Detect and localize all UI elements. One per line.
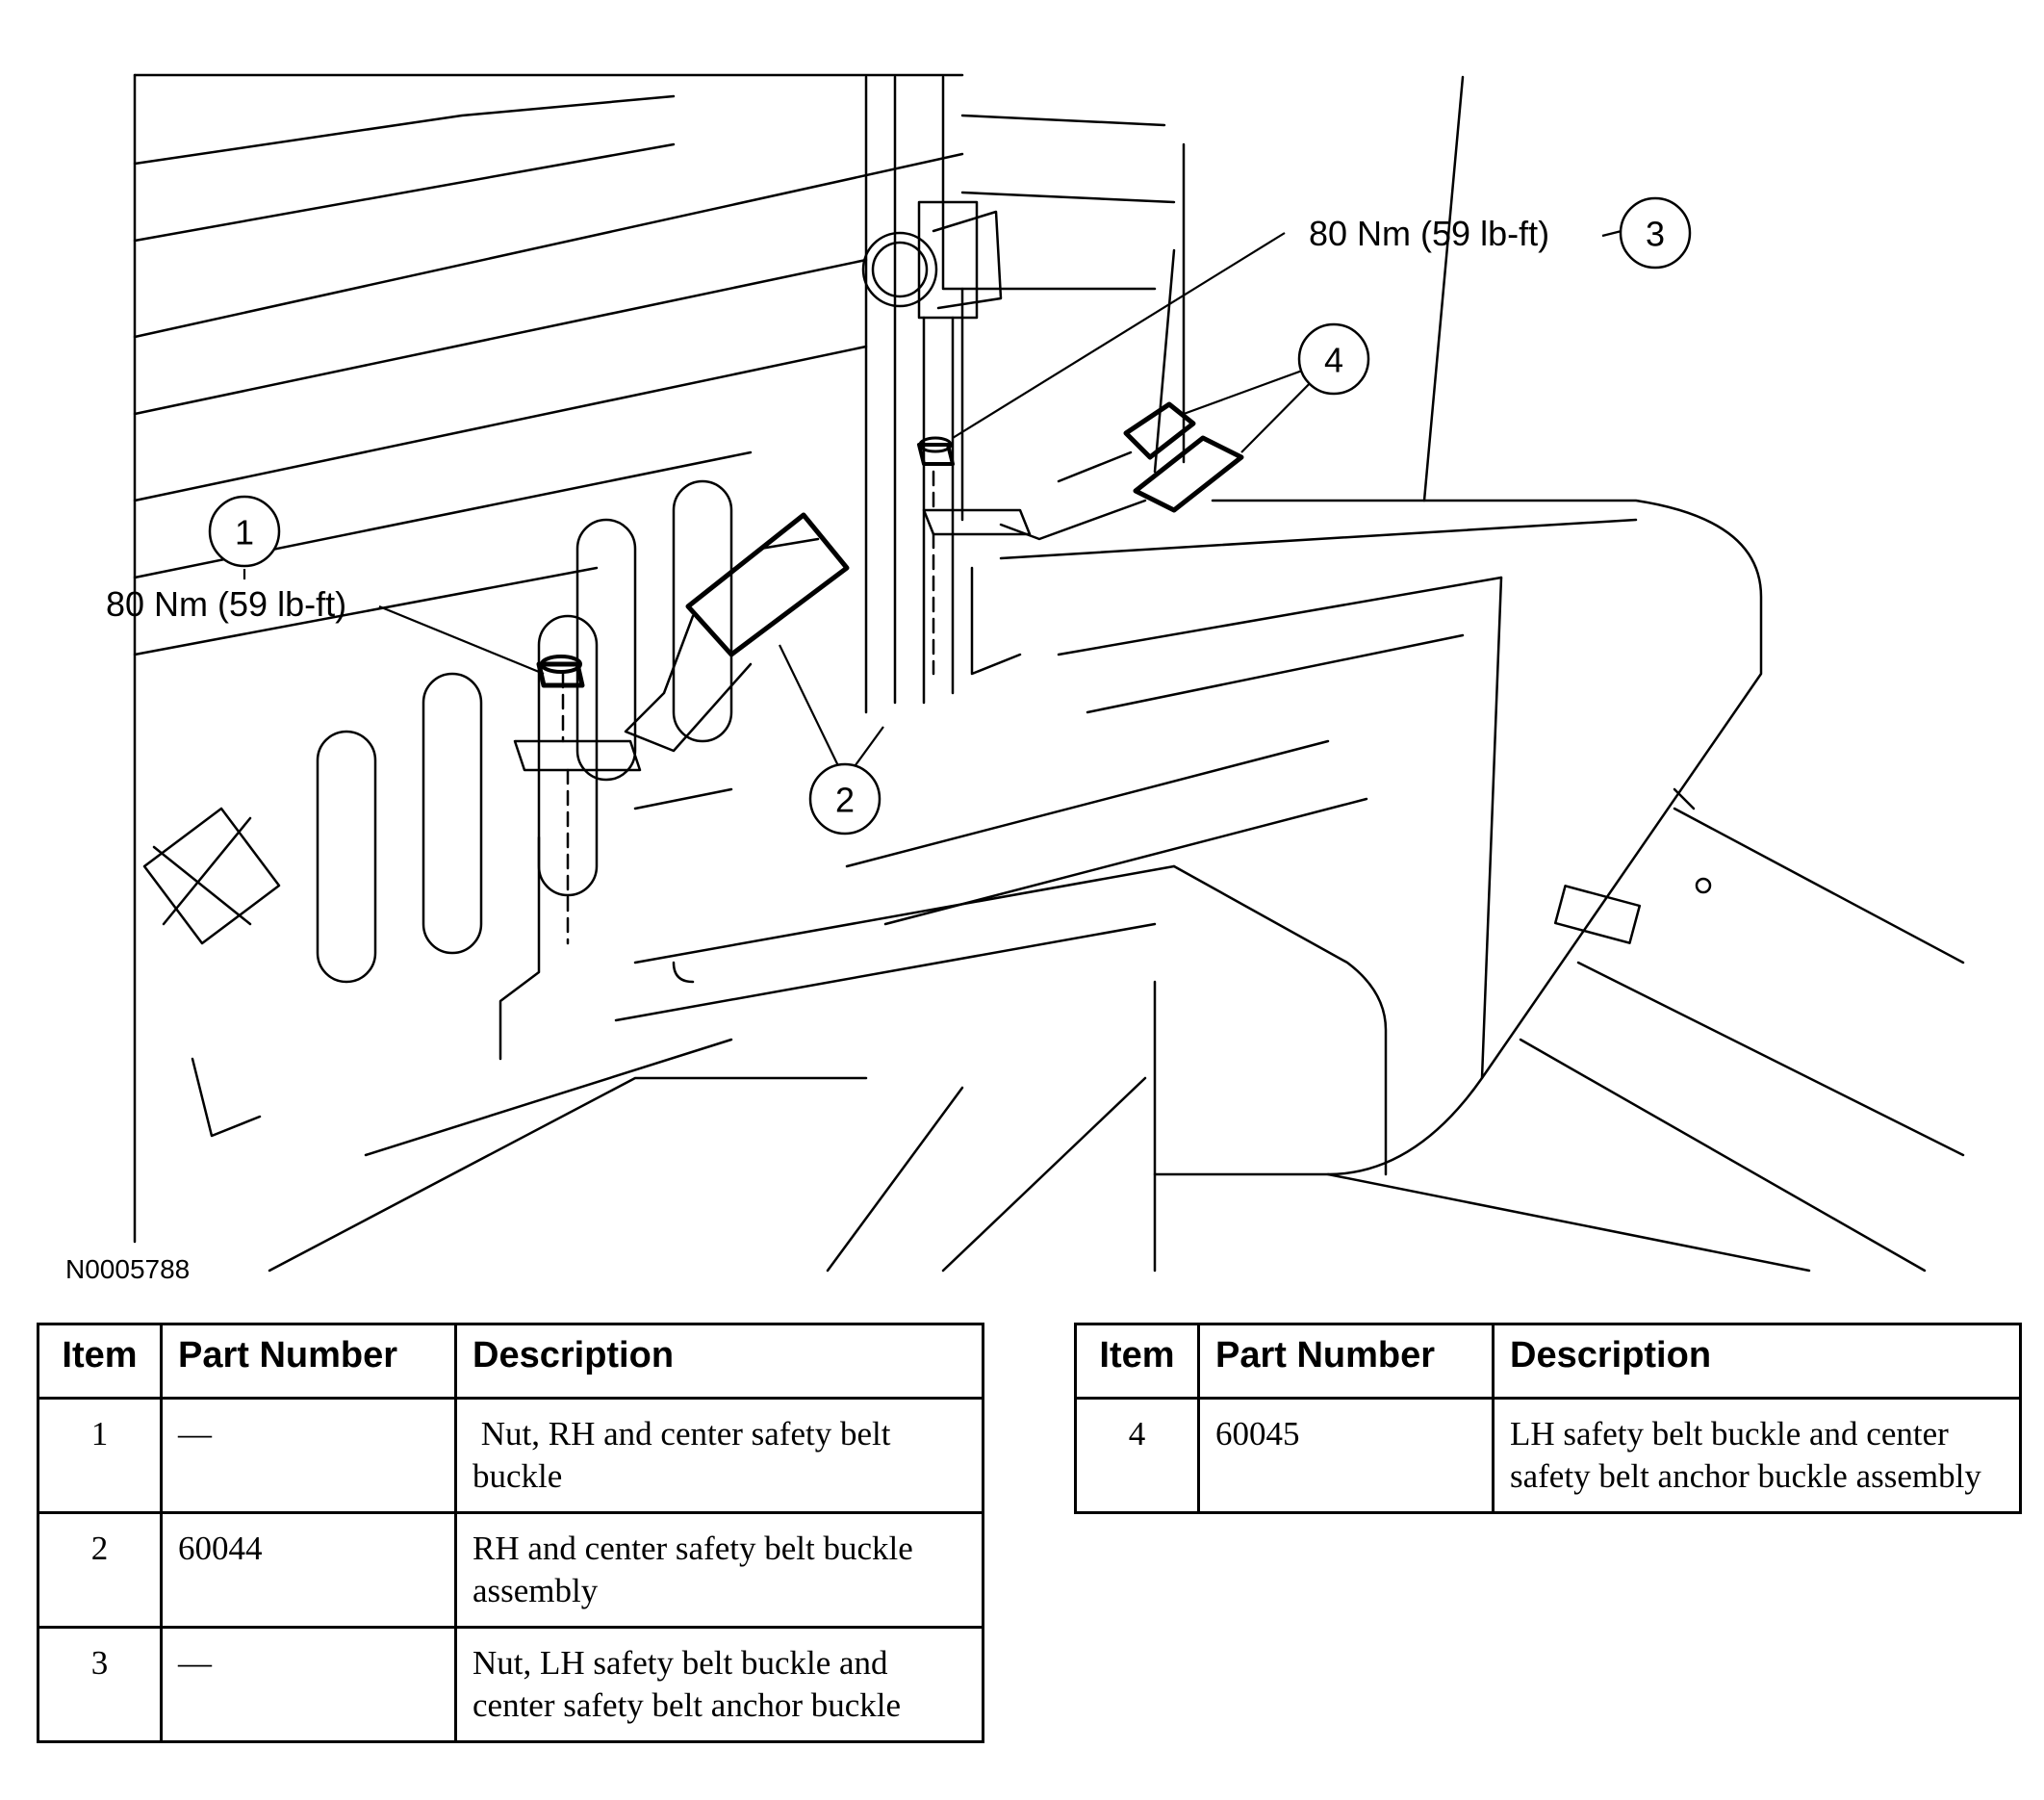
cell-description: RH and center safety belt buckle assembl… <box>454 1511 984 1629</box>
rear-seat-cushion <box>268 499 1763 1273</box>
callout-3-circle <box>1619 196 1692 270</box>
callout-1: 1 80 Nm (59 lb-ft) <box>106 495 346 624</box>
buckle-assembly-2 <box>624 512 850 753</box>
column-header-part-number: Part Number <box>1197 1323 1495 1400</box>
table-header-row: Item Part Number Description <box>37 1323 984 1400</box>
seat-belt-buckle-illustration: 1 80 Nm (59 lb-ft) 2 3 80 Nm (59 lb-ft) … <box>65 73 1965 1284</box>
cell-description: LH safety belt buckle and center safety … <box>1492 1397 2022 1514</box>
parts-table-left: Item Part Number Description 1 — Nut, RH… <box>37 1323 984 1743</box>
column-header-item: Item <box>37 1323 163 1400</box>
callout-4-number: 4 <box>1324 341 1343 380</box>
callout-1-torque: 80 Nm (59 lb-ft) <box>106 584 346 624</box>
column-header-item: Item <box>1074 1323 1200 1400</box>
nut-1 <box>536 655 585 688</box>
column-header-description: Description <box>454 1323 984 1400</box>
table-row: 4 60045 LH safety belt buckle and center… <box>1074 1397 2022 1514</box>
table-row: 2 60044 RH and center safety belt buckle… <box>37 1511 984 1629</box>
table-row: 3 — Nut, LH safety belt buckle and cente… <box>37 1626 984 1743</box>
callout-2-circle <box>808 762 881 836</box>
cell-part-number: — <box>160 1397 457 1514</box>
cell-part-number: 60044 <box>160 1511 457 1629</box>
nut-3 <box>917 436 955 466</box>
callout-3-number: 3 <box>1646 215 1665 254</box>
cell-part-number: — <box>160 1626 457 1743</box>
figure-id: N0005788 <box>65 1254 190 1284</box>
column-header-part-number: Part Number <box>160 1323 457 1400</box>
retractor <box>861 210 1003 310</box>
cell-part-number: 60045 <box>1197 1397 1495 1514</box>
callout-2-number: 2 <box>835 781 855 820</box>
callout-1-circle <box>208 495 281 568</box>
callout-2: 2 <box>808 762 881 836</box>
cell-description: Nut, LH safety belt buckle and center sa… <box>454 1626 984 1743</box>
cell-item: 2 <box>37 1511 163 1629</box>
table-row: 1 — Nut, RH and center safety belt buckl… <box>37 1397 984 1514</box>
cell-item: 4 <box>1074 1397 1200 1514</box>
buckle-assembly-4 <box>999 401 1244 541</box>
parts-table-right: Item Part Number Description 4 60045 LH … <box>1074 1323 2022 1514</box>
callout-3: 3 80 Nm (59 lb-ft) <box>1309 196 1692 270</box>
cargo-floor <box>1326 787 1965 1273</box>
callout-3-torque: 80 Nm (59 lb-ft) <box>1309 214 1549 253</box>
callout-4-circle <box>1297 322 1370 396</box>
table-header-row: Item Part Number Description <box>1074 1323 2022 1400</box>
cell-item: 3 <box>37 1626 163 1743</box>
cell-item: 1 <box>37 1397 163 1514</box>
rear-wall-panel <box>133 73 1465 1244</box>
callout-4: 4 <box>1297 322 1370 396</box>
column-header-description: Description <box>1492 1323 2022 1400</box>
anchor-brackets <box>191 470 1032 1138</box>
callout-1-number: 1 <box>235 513 254 553</box>
cell-description: Nut, RH and center safety belt buckle <box>454 1397 984 1514</box>
